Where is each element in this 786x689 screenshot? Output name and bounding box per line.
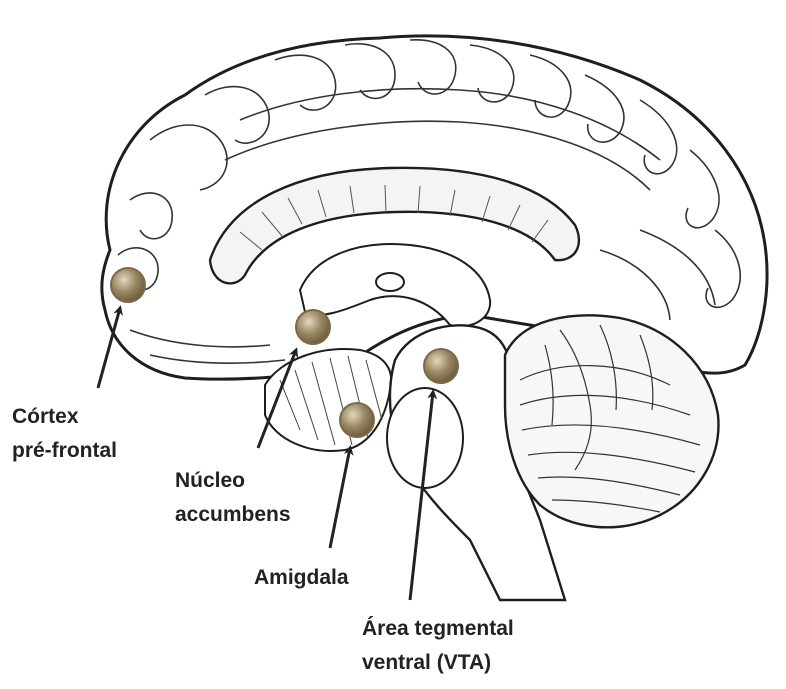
label-line: Núcleo	[175, 469, 246, 492]
label-line: Área tegmental	[362, 617, 514, 640]
marker-nucleus-accumbens	[295, 309, 331, 345]
arrow-amygdala	[328, 445, 354, 549]
label-line: Amigdala	[254, 566, 349, 589]
label-amygdala: Amigdala	[254, 561, 349, 595]
label-prefrontal-cortex: Córtex pré-frontal	[12, 400, 117, 468]
interthalamic-adhesion	[375, 272, 405, 292]
arrows	[96, 305, 438, 601]
marker-vta	[423, 348, 459, 384]
label-line: accumbens	[175, 503, 291, 526]
label-nucleus-accumbens: Núcleo accumbens	[175, 464, 291, 532]
label-line: ventral (VTA)	[362, 651, 492, 674]
pons	[386, 387, 464, 489]
cerebellum	[503, 314, 720, 529]
label-line: Córtex	[12, 405, 79, 428]
marker-amygdala	[339, 402, 375, 438]
corpus-callosum	[208, 166, 581, 285]
arrow-prefrontal	[96, 305, 123, 389]
gyri-lines	[117, 39, 741, 365]
arrow-accumbens	[256, 347, 299, 449]
label-line: pré-frontal	[12, 439, 117, 462]
marker-prefrontal-cortex	[110, 267, 146, 303]
callosum-hatching	[239, 184, 549, 251]
arrow-vta	[408, 389, 438, 601]
cerebellum-folia	[519, 324, 701, 513]
label-vta: Área tegmental ventral (VTA)	[362, 612, 514, 680]
region-markers	[110, 267, 459, 438]
